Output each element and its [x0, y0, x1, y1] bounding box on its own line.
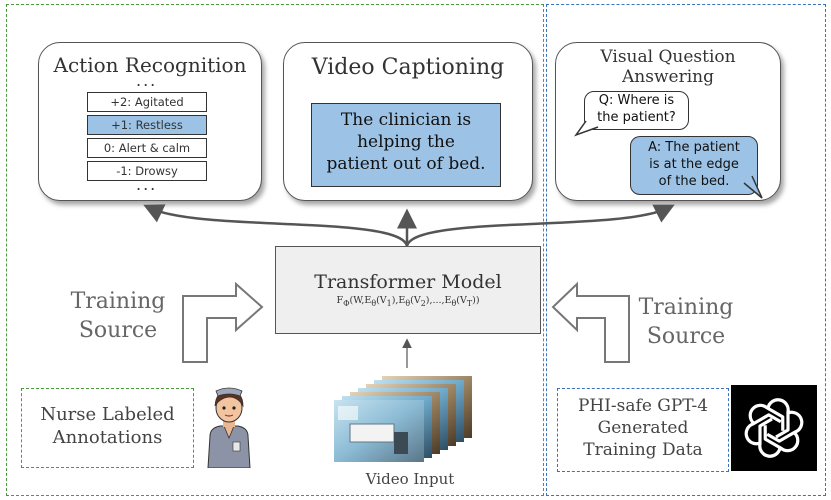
model-formula: FΦ(W,Eθ(V1),Eθ(V2),...,Eθ(VT)) — [336, 295, 480, 308]
question-tail — [573, 120, 599, 137]
bubble-tails — [573, 120, 763, 199]
action-recognition-title: Action Recognition — [53, 53, 247, 77]
scale-dots-bottom: ... — [136, 175, 158, 194]
gpt-line-1: PHI-safe GPT-4 — [577, 396, 709, 416]
vqa-card: Visual Question Answering Q: Where is th… — [555, 42, 781, 201]
left-training-arrow — [182, 281, 264, 363]
gpt-line-3: Training Data — [583, 440, 703, 460]
caption-line-3: patient out of bed. — [326, 154, 486, 174]
answer-line-1: A: The patient — [648, 140, 740, 155]
video-captioning-title: Video Captioning — [311, 55, 505, 80]
arrow-to-vqa — [405, 204, 675, 247]
video-frames-image — [334, 376, 472, 462]
training-left-line-2: Source — [78, 318, 158, 343]
training-source-right: Training Source — [628, 293, 744, 351]
video-captioning-card: Video Captioning The clinician is helpin… — [283, 42, 533, 201]
training-source-left: Training Source — [58, 287, 178, 345]
arrow-to-action-recognition — [143, 204, 409, 247]
nurse-line-2: Annotations — [52, 427, 163, 448]
human-labeled-region — [6, 4, 544, 496]
question-line-2: the patient? — [597, 110, 676, 125]
question-bubble: Q: Where is the patient? — [584, 91, 689, 130]
caption-line-1: The clinician is — [340, 110, 472, 130]
question-line-1: Q: Where is — [598, 93, 675, 108]
training-right-line-2: Source — [646, 324, 726, 349]
training-left-line-1: Training — [70, 289, 166, 314]
vqa-title: Visual Question Answering — [556, 47, 780, 87]
video-input-label: Video Input — [365, 470, 455, 488]
scale-item-restless: +1: Restless — [87, 115, 207, 135]
action-recognition-card: Action Recognition ... +2: Agitated +1: … — [38, 42, 262, 201]
nurse-line-1: Nurse Labeled — [40, 404, 175, 425]
vqa-title-line-1: Visual Question — [600, 47, 736, 67]
gpt-generated-region — [546, 4, 826, 496]
caption-text-box: The clinician is helping the patient out… — [311, 103, 501, 187]
nurse-icon — [207, 387, 251, 468]
scale-item-alert-calm: 0: Alert & calm — [87, 138, 207, 158]
training-right-line-1: Training — [638, 295, 734, 320]
nurse-annotations-text: Nurse Labeled Annotations — [22, 403, 193, 449]
scale-item-drowsy: -1: Drowsy — [87, 161, 207, 181]
right-training-arrow — [551, 281, 630, 363]
answer-tail — [743, 175, 763, 199]
scale-item-agitated: +2: Agitated — [87, 92, 207, 112]
nurse-annotations-box: Nurse Labeled Annotations — [21, 388, 194, 468]
model-title: Transformer Model — [314, 271, 502, 293]
openai-logo-icon — [731, 385, 817, 471]
answer-line-2: is at the edge — [649, 157, 739, 172]
gpt-line-2: Generated — [597, 418, 689, 438]
caption-line-2: helping the — [357, 132, 455, 152]
gpt-training-data-text: PHI-safe GPT-4 Generated Training Data — [558, 395, 728, 461]
transformer-model-box: Transformer Model FΦ(W,Eθ(V1),Eθ(V2),...… — [275, 246, 541, 334]
gpt-training-data-box: PHI-safe GPT-4 Generated Training Data — [557, 388, 729, 472]
answer-line-3: of the bed. — [658, 174, 730, 189]
scale-dots-top: ... — [136, 71, 158, 90]
answer-bubble: A: The patient is at the edge of the bed… — [630, 136, 758, 195]
vqa-title-line-2: Answering — [622, 67, 714, 87]
